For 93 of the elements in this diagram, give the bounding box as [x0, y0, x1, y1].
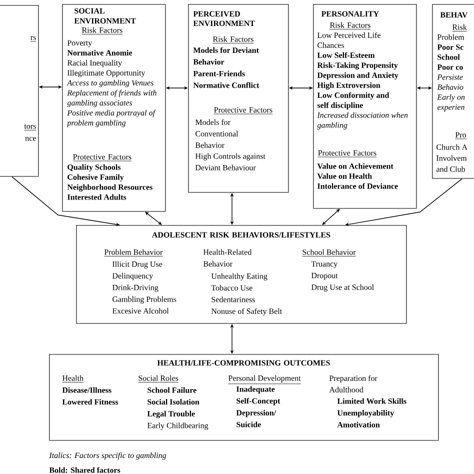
factor-item: Unhealthy Eating — [211, 273, 268, 280]
factor-item: Early on — [437, 94, 465, 102]
factor-item: Church A — [436, 144, 468, 150]
section-heading: Risk Factors — [330, 22, 371, 30]
factor-item: Lowered Fitness — [62, 399, 118, 405]
factor-item: Depression/ Suicide — [236, 410, 276, 428]
factor-item: Nonuse of Safety Belt — [211, 308, 282, 316]
factor-item: Illicit Drug Use — [112, 261, 162, 268]
section-heading: Health — [62, 375, 84, 382]
factor-item: Interested Adults — [67, 194, 126, 200]
factor-item: Models for Deviant Behavior — [193, 47, 259, 65]
factor-item: Risk-Taking Propensity — [317, 62, 398, 70]
factor-item: Limited Work Skills — [337, 398, 406, 404]
factor-item: Low Self-Esteem — [317, 52, 375, 58]
factor-item: Cohesive Family — [68, 174, 124, 182]
note-text: Italics: Factors specific to gambling — [49, 452, 166, 460]
factor-item: Legal Trouble — [147, 410, 195, 418]
factor-item: Increased dissociation when gambling — [317, 112, 408, 130]
factor-item: Drink-Driving — [112, 284, 158, 292]
factor-item: Racial Inequality — [67, 60, 122, 68]
factor-box — [62, 4, 166, 212]
factor-item: Truancy — [311, 261, 338, 268]
box-heading: PERCEIVED ENVIRONMENT — [193, 11, 255, 26]
factor-item: Neighborhood Resources — [67, 184, 152, 192]
factor-item: Sedentariness — [212, 296, 255, 302]
factor-item: Tobacco Use — [211, 284, 252, 291]
factor-box — [0, 5, 39, 177]
section-heading: tors — [24, 124, 36, 130]
section-heading: Risk — [452, 24, 468, 32]
factor-item: Inadequate Self-Concept — [236, 386, 280, 406]
factor-item: Drug Use at School — [311, 284, 374, 292]
factor-item: Access to gambling Venues — [66, 80, 154, 88]
factor-item: Models for Conventional Behavior — [195, 119, 238, 148]
section-heading: Social Roles — [138, 375, 179, 382]
factor-item: High Controls against Deviant Behaviour — [195, 153, 266, 170]
factor-item: Persiste — [437, 74, 463, 80]
note-text: Bold: Shared factors — [49, 467, 120, 473]
factor-item: Illegitimate Opportunity — [67, 70, 146, 78]
factor-item: Unemployability — [337, 410, 394, 418]
factor-box — [313, 4, 417, 209]
factor-item: School — [438, 54, 460, 60]
factor-item: Involvem — [436, 155, 467, 161]
factor-item: Replacement of friends with gambling associates — [67, 90, 156, 108]
section-heading: Pro — [455, 132, 467, 140]
factor-item: Positive media portrayal of problem gambling — [66, 110, 156, 128]
factor-item: Normative Anomie — [67, 50, 132, 56]
box-heading: BEHAV — [440, 12, 468, 18]
factor-item: Gambling Problems — [112, 296, 176, 304]
section-heading: School Behavior — [302, 249, 356, 256]
factor-item: Low Perceived Life Chances — [317, 32, 380, 48]
section-heading: rs — [30, 36, 36, 42]
factor-item: Amotivation — [337, 422, 380, 428]
section-heading: Risk Factors — [212, 36, 254, 44]
arrow — [145, 212, 162, 225]
box-heading: PERSONALITY — [321, 11, 379, 17]
factor-box — [432, 4, 474, 179]
factor-item: Problem — [437, 34, 464, 40]
section-heading: Problem Behavior — [104, 249, 163, 256]
factor-item: Intolerance of Deviance — [317, 183, 398, 189]
factor-item: Disease/Illness — [62, 387, 112, 393]
section-heading: Personal Development — [228, 375, 302, 384]
factor-item: Parent-Friends Normative Conflict — [193, 70, 260, 88]
section-heading: Protective Factors — [318, 150, 377, 158]
section-heading: Protective Factors — [214, 107, 273, 114]
factor-item: Depression and Anxiety — [317, 72, 398, 80]
factor-item: Value on Health — [317, 173, 372, 179]
factor-item: Behavio — [437, 84, 464, 90]
factor-item: School Failure — [148, 387, 196, 393]
factor-item: Excesive Alcohol — [112, 308, 169, 314]
box-heading: HEALTH/LIFE-COMPROMISING OUTCOMES — [157, 360, 330, 366]
factor-item: Dropout — [311, 272, 338, 280]
factor-item: Delinquency — [112, 272, 154, 280]
factor-item: Health-Related Behavior — [203, 249, 252, 267]
factor-item: Early Childbearing — [147, 422, 208, 430]
section-heading: Risk Factors — [82, 27, 123, 34]
factor-item: Poor co — [437, 64, 463, 70]
section-heading: Protective Factors — [72, 154, 132, 162]
factor-box — [76, 225, 407, 324]
factor-box — [49, 354, 439, 441]
factor-item: and Club — [436, 166, 466, 172]
factor-item: Poverty — [67, 40, 92, 48]
factor-item: Social Isolation — [148, 399, 200, 405]
factor-box — [188, 4, 289, 193]
factor-item: Poor Sc — [437, 44, 464, 50]
factor-item: High Extroversion — [317, 82, 380, 90]
factor-item: Low Conformity and self discipline — [317, 92, 390, 110]
factor-item: Value on Achievement — [317, 163, 394, 169]
factor-item: Quality Schools — [68, 164, 121, 172]
box-heading: ADOLESCENT RISK BEHAVIORS/LIFESTYLES — [152, 232, 330, 238]
factor-item: Preparation for Adulthood — [329, 375, 378, 392]
box-heading: SOCIAL ENVIRONMENT — [74, 8, 136, 24]
factor-item: nce — [25, 136, 36, 141]
factor-item: experien — [437, 104, 464, 112]
